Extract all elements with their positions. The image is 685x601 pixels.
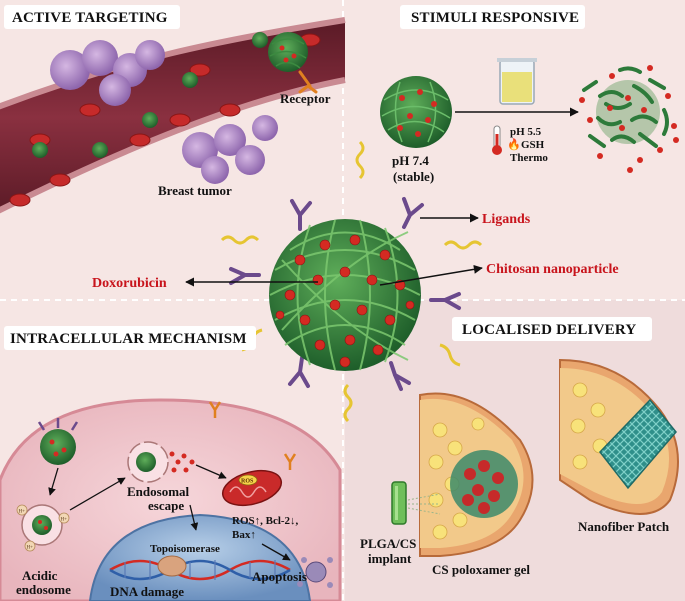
center-chitosan-nanoparticle: Ligands Chitosan nanoparticle Doxorubici… <box>92 140 619 423</box>
red-blood-cells <box>9 33 321 207</box>
ligands-label: Ligands <box>482 212 531 227</box>
ligand-peptide <box>443 240 483 250</box>
ph-stable-line1: pH 7.4 <box>392 153 429 168</box>
stimuli-title-box <box>400 5 585 29</box>
breast-tumor-cells <box>50 40 278 184</box>
intracellular-title: INTRACELLULAR MECHANISM <box>10 331 247 347</box>
ros-badge <box>238 474 258 486</box>
chitosan-mesh <box>269 219 421 371</box>
ligand-antibody <box>290 199 312 231</box>
localised-title-box <box>452 317 652 341</box>
thermometer-icon <box>492 125 502 155</box>
ros-line1: ROS↑, Bcl-2↓, <box>232 515 299 527</box>
ligand-antibody <box>288 356 310 388</box>
ligand-antibody <box>389 361 411 391</box>
ligand-peptide <box>439 343 461 367</box>
plga-label-line2: implant <box>368 551 412 566</box>
topoisomerase-label: Topoisomerase <box>150 543 220 555</box>
endosomal-escape-line2: escape <box>148 498 184 513</box>
targeting-nanoparticle <box>268 32 318 94</box>
trigger-thermo: Thermo <box>510 152 548 164</box>
ros-to-apoptosis-arrow <box>261 543 291 561</box>
apoptotic-cell <box>297 557 333 588</box>
chitosan-label: Chitosan nanoparticle <box>486 262 619 277</box>
flame-icon: 🔥 <box>507 138 521 151</box>
degraded-nanoparticle <box>579 65 679 173</box>
trigger-gsh: GSH <box>521 139 545 151</box>
gel-label: CS poloxamer gel <box>432 562 530 577</box>
vessel-wall-top <box>0 17 346 110</box>
mitochondrion: ROS <box>221 469 283 507</box>
intracellular-panel: INTRACELLULAR MECHANISM Topoisomerase DN… <box>0 326 342 601</box>
breast-tissue-right <box>559 358 679 515</box>
breast-tumor-label: Breast tumor <box>158 183 232 198</box>
ligand-peptide <box>220 235 260 245</box>
stimuli-responsive-panel: STIMULI RESPONSIVE pH 7.4 (stable) pH 5.… <box>380 5 679 184</box>
endosomal-escape-line1: Endosomal <box>127 484 190 499</box>
escaping-endosome <box>127 441 195 483</box>
receptor-label: Receptor <box>280 91 331 106</box>
h-ion: H+ <box>19 510 26 515</box>
plga-label-line1: PLGA/CS <box>360 536 416 551</box>
ligand-antibody <box>429 292 461 310</box>
breast-tissue-left <box>419 392 534 557</box>
ligand-peptide <box>355 140 365 180</box>
beaker-icon <box>497 58 537 105</box>
receptor-icon <box>298 70 318 94</box>
ros-line2: Bax↑ <box>232 529 256 541</box>
topoisomerase-enzyme <box>157 555 187 577</box>
ph-stable-line2: (stable) <box>393 169 434 184</box>
h-ion: H+ <box>27 546 34 551</box>
ligand-peptide <box>343 383 353 423</box>
active-targeting-panel: Receptor Breast tumor ACTIVE TARGETING <box>0 5 346 214</box>
acidic-label-line2: endosome <box>16 582 71 597</box>
escape-to-mito-arrow <box>195 464 227 479</box>
h-ion: H+ <box>61 518 68 523</box>
doxorubicin-label: Doxorubicin <box>92 276 167 291</box>
membrane-receptor-icon <box>283 453 297 470</box>
blood-vessel <box>0 20 345 211</box>
patch-label: Nanofiber Patch <box>578 519 670 534</box>
apoptosis-label: Apoptosis <box>252 569 307 584</box>
acidic-to-escape-arrow <box>69 477 126 511</box>
chitosan-arrow <box>379 264 483 286</box>
entry-arrow <box>48 467 59 496</box>
acidic-endosome: H+ H+ H+ <box>16 504 70 552</box>
stimuli-title: STIMULI RESPONSIVE <box>411 10 579 26</box>
ligand-antibody <box>402 197 424 229</box>
localised-title: LOCALISED DELIVERY <box>462 322 636 338</box>
active-targeting-title: ACTIVE TARGETING <box>12 10 168 26</box>
stable-nanoparticle <box>380 76 452 148</box>
ros-badge-text: ROS <box>241 479 254 485</box>
dna-damage-label: DNA damage <box>110 584 184 599</box>
trigger-ph: pH 5.5 <box>510 126 542 138</box>
localised-delivery-panel: LOCALISED DELIVERY PLGA/CS implant CS po… <box>360 317 679 577</box>
nanofiber-patch <box>599 398 677 490</box>
intracellular-title-box <box>4 326 256 350</box>
entering-nanoparticle <box>37 418 79 465</box>
membrane-receptor-icon <box>208 401 222 418</box>
plga-cs-implant <box>391 481 441 525</box>
escape-to-nucleus-arrow <box>189 504 199 531</box>
dna-helix <box>109 555 291 581</box>
acidic-label-line1: Acidic <box>22 568 58 583</box>
small-nanoparticles <box>32 32 268 158</box>
active-targeting-title-box <box>4 5 180 29</box>
